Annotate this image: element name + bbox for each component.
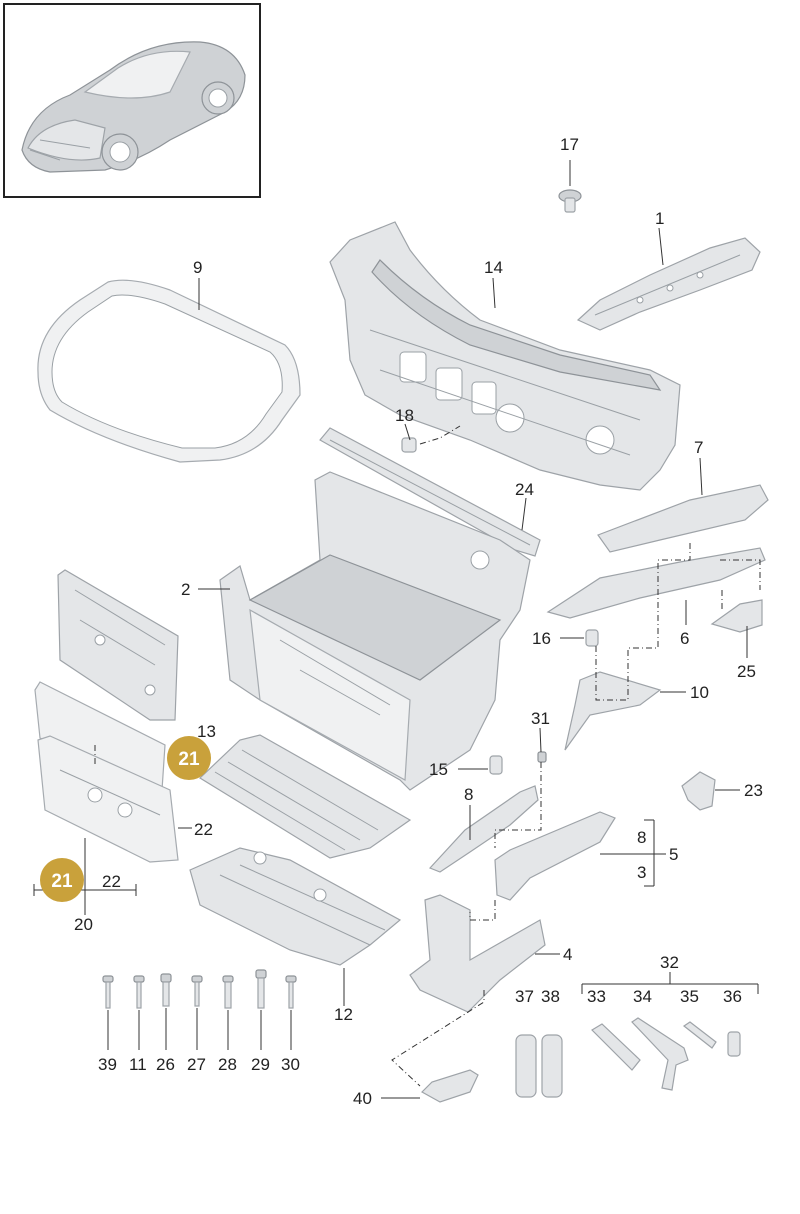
callout-24[interactable]: 24	[515, 480, 534, 499]
gun-34-icon	[631, 1017, 689, 1091]
car-thumbnail-icon	[3, 3, 261, 198]
part-16-sleeve	[585, 629, 599, 647]
callout-33[interactable]: 33	[587, 987, 606, 1006]
callout-40[interactable]: 40	[353, 1089, 372, 1108]
callout-10[interactable]: 10	[690, 683, 709, 702]
callout-37[interactable]: 37	[515, 987, 534, 1006]
part-6-rail	[546, 547, 766, 619]
part-14-bulkhead	[329, 221, 681, 491]
part-4-bracket	[409, 894, 546, 1013]
part-18-bracket	[401, 437, 417, 453]
callout-34[interactable]: 34	[633, 987, 652, 1006]
bolt-27-icon	[191, 975, 203, 1007]
badge-21-upper[interactable]: 21	[167, 736, 211, 780]
cap-36-icon	[727, 1031, 741, 1057]
part-12-floor-panel	[189, 847, 402, 966]
callout-39[interactable]: 39	[98, 1055, 117, 1074]
part-5-side-member	[494, 811, 616, 901]
callout-1[interactable]: 1	[655, 209, 664, 228]
callout-25[interactable]: 25	[737, 662, 756, 681]
callout-7[interactable]: 7	[694, 438, 703, 457]
callout-22-group[interactable]: 22	[102, 872, 121, 891]
part-10-bracket	[564, 671, 662, 751]
cans-37-38	[515, 1034, 563, 1098]
callout-35[interactable]: 35	[680, 987, 699, 1006]
badge-21-lower-label: 21	[51, 871, 73, 892]
part-20-plate	[37, 735, 179, 863]
callout-12[interactable]: 12	[334, 1005, 353, 1024]
bolt-30-icon	[285, 975, 297, 1009]
part-24-cross-member	[319, 427, 541, 557]
callout-31[interactable]: 31	[531, 709, 550, 728]
callout-18[interactable]: 18	[395, 406, 414, 425]
callout-28[interactable]: 28	[218, 1055, 237, 1074]
callout-23[interactable]: 23	[744, 781, 763, 800]
bolt-26-icon	[160, 973, 172, 1007]
callout-2[interactable]: 2	[181, 580, 190, 599]
fasteners-row	[102, 969, 297, 1009]
callout-27[interactable]: 27	[187, 1055, 206, 1074]
callout-26[interactable]: 26	[156, 1055, 175, 1074]
part-13-rear-panel	[57, 569, 179, 721]
part-17-clip	[558, 189, 582, 213]
callout-22-plate[interactable]: 22	[194, 820, 213, 839]
callout-32[interactable]: 32	[660, 953, 679, 972]
callout-4[interactable]: 4	[563, 945, 572, 964]
callout-labels: 1 2 3 4 5 6 7 8 8 9 10 11 12 13 14 15 16…	[74, 135, 763, 1108]
tube-33-icon	[591, 1023, 641, 1071]
callout-11[interactable]: 11	[129, 1055, 147, 1074]
tools-33-36	[591, 1017, 741, 1091]
callout-36[interactable]: 36	[723, 987, 742, 1006]
callout-5[interactable]: 5	[669, 845, 678, 864]
part-31-bolt	[537, 751, 547, 763]
callout-15[interactable]: 15	[429, 760, 448, 779]
part-25-bracket	[710, 599, 763, 633]
bolt-11-icon	[133, 975, 145, 1009]
callout-8-bracket[interactable]: 8	[637, 828, 646, 847]
callout-20[interactable]: 20	[74, 915, 93, 934]
part-9-windshield-frame	[37, 279, 301, 463]
callout-38[interactable]: 38	[541, 987, 560, 1006]
leader-lines	[33, 160, 761, 1099]
badge-21-lower[interactable]: 21	[40, 858, 84, 902]
nozzle-35-icon	[682, 1021, 717, 1049]
callout-30[interactable]: 30	[281, 1055, 300, 1074]
callout-6[interactable]: 6	[680, 629, 689, 648]
callout-17[interactable]: 17	[560, 135, 579, 154]
callout-9[interactable]: 9	[193, 258, 202, 277]
part-8-rail	[428, 785, 539, 873]
callout-13[interactable]: 13	[197, 722, 216, 741]
callout-8-rail[interactable]: 8	[464, 785, 473, 804]
callout-16[interactable]: 16	[532, 629, 551, 648]
part-7-panel	[597, 484, 769, 553]
bolt-39-icon	[102, 975, 114, 1009]
part-15-sleeve	[489, 755, 503, 775]
callout-14[interactable]: 14	[484, 258, 503, 277]
part-23-cap	[681, 771, 716, 811]
part-40-bracket	[421, 1069, 479, 1103]
bolt-28-icon	[222, 975, 234, 1009]
part-1-reinforcement	[576, 237, 761, 331]
part-22-plate	[34, 681, 166, 791]
callout-3[interactable]: 3	[637, 863, 646, 882]
callout-29[interactable]: 29	[251, 1055, 270, 1074]
part-floor-corrugated	[199, 734, 412, 859]
badge-21-upper-label: 21	[178, 749, 200, 770]
bolt-29-icon	[255, 969, 267, 1009]
part-2-front-box	[219, 471, 531, 791]
